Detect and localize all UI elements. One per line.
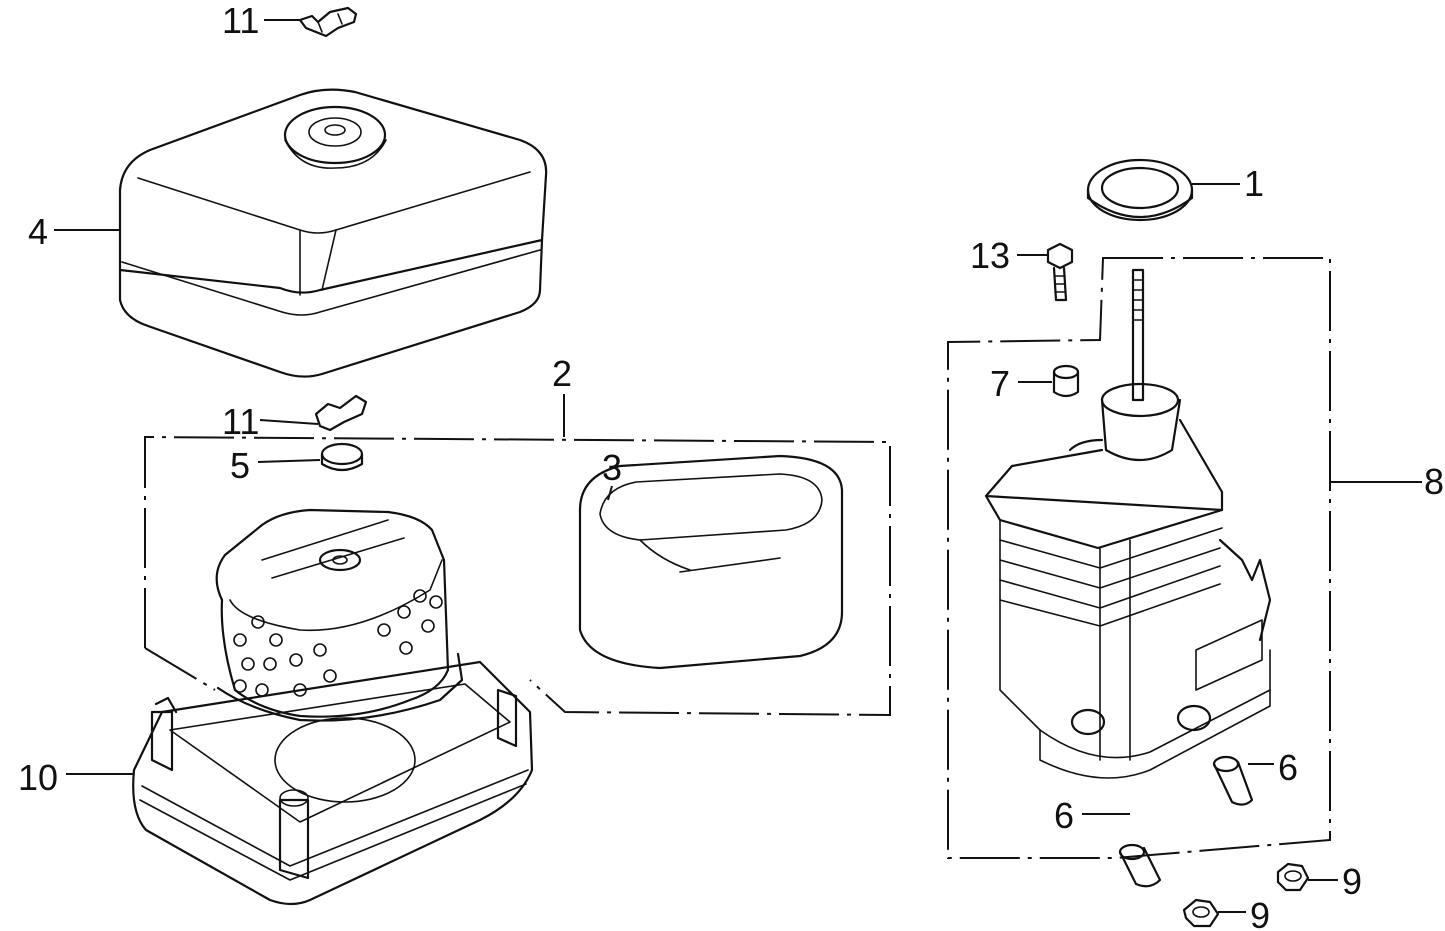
- air-cleaner-case: [132, 660, 534, 906]
- pipe-lower: [1118, 843, 1162, 888]
- callout-1: 1: [1244, 163, 1264, 204]
- wing-nut-lower: [314, 394, 368, 432]
- callout-4: 4: [28, 211, 48, 252]
- wing-nut-top: [298, 6, 358, 38]
- stud: [1131, 268, 1145, 402]
- gasket-ring: [1086, 158, 1194, 222]
- callout-11-top: 11: [222, 0, 259, 41]
- callout-2: 2: [552, 353, 572, 394]
- callout-6-right: 6: [1278, 747, 1298, 788]
- callout-3: 3: [602, 447, 622, 488]
- callout-7: 7: [990, 363, 1010, 404]
- callout-10: 10: [18, 757, 58, 798]
- nut-upper: [1276, 862, 1310, 892]
- callout-6-lower: 6: [1054, 795, 1074, 836]
- nut-lower: [1182, 898, 1220, 928]
- pipe-right: [1212, 755, 1254, 806]
- air-cleaner-cover: [118, 88, 548, 378]
- grommet: [320, 442, 364, 472]
- filter-element: [215, 508, 464, 722]
- callout-13: 13: [970, 235, 1010, 276]
- callout-9-lower: 9: [1250, 895, 1270, 931]
- callout-9-upper: 9: [1342, 861, 1362, 902]
- callout-8: 8: [1424, 461, 1444, 502]
- air-cleaner-elbow: [984, 382, 1272, 779]
- callout-11-lower: 11: [222, 401, 259, 442]
- collar: [1052, 364, 1080, 398]
- foam-element: [578, 454, 844, 670]
- callout-5: 5: [230, 445, 250, 486]
- flange-bolt: [1046, 242, 1074, 302]
